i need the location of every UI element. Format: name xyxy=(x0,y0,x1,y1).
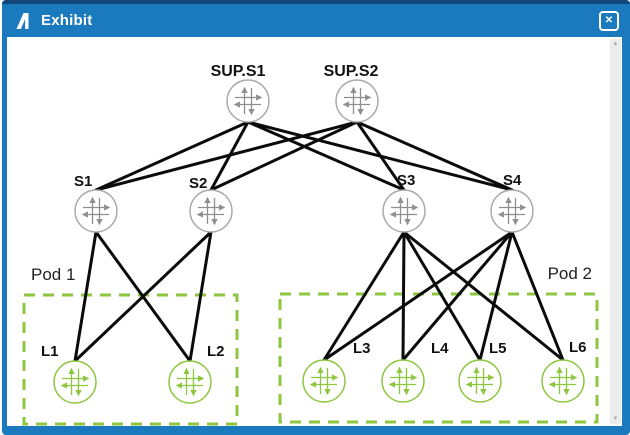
node-label-L4: L4 xyxy=(431,340,449,357)
link-SUP.S2-S2 xyxy=(209,120,359,192)
link-S3-L4 xyxy=(401,230,406,362)
link-SUP.S1-S1 xyxy=(94,120,250,192)
scroll-down-icon[interactable]: ▼ xyxy=(612,416,619,422)
node-label-S3: S3 xyxy=(397,172,415,189)
node-label-L2: L2 xyxy=(207,343,225,360)
node-S1: S1 xyxy=(74,173,118,233)
router-icon xyxy=(168,360,212,404)
router-icon xyxy=(335,79,379,123)
router-icon xyxy=(189,189,233,233)
node-S4: S4 xyxy=(490,172,534,233)
link-S4-L6 xyxy=(510,230,565,362)
node-S2: S2 xyxy=(189,175,233,233)
router-icon xyxy=(490,189,534,233)
link-S1-L1 xyxy=(73,230,98,363)
pod-2-boundary xyxy=(278,292,599,424)
router-icon xyxy=(382,189,426,233)
node-label-S1: S1 xyxy=(74,173,92,190)
node-label-L6: L6 xyxy=(569,339,587,356)
node-label-S4: S4 xyxy=(503,172,522,189)
pod-2-group: Pod 2 xyxy=(278,264,599,424)
node-label-L1: L1 xyxy=(41,343,59,360)
link-S2-L1 xyxy=(73,230,213,363)
node-label-SUP.S2: SUP.S2 xyxy=(324,63,379,80)
window-title: Exhibit xyxy=(41,12,93,29)
vertical-scrollbar[interactable]: ▲ ▼ xyxy=(610,39,621,424)
router-icon xyxy=(541,359,585,403)
node-L1: L1 xyxy=(41,343,97,404)
node-label-S2: S2 xyxy=(189,175,207,192)
link-S3-L3 xyxy=(322,230,406,362)
pod-1-label: Pod 1 xyxy=(31,265,75,284)
node-label-SUP.S1: SUP.S1 xyxy=(211,63,266,80)
node-L5: L5 xyxy=(458,340,507,403)
link-S4-L4 xyxy=(401,230,514,362)
link-S2-L2 xyxy=(188,230,213,363)
node-L2: L2 xyxy=(168,343,225,404)
exhibit-icon xyxy=(16,12,29,29)
link-SUP.S1-S3 xyxy=(246,120,406,192)
router-icon xyxy=(74,189,118,233)
node-label-L5: L5 xyxy=(489,340,507,357)
close-icon: ✕ xyxy=(604,14,614,26)
node-L6: L6 xyxy=(541,339,587,403)
node-SUP.S2: SUP.S2 xyxy=(324,63,379,123)
link-S4-L3 xyxy=(322,230,514,362)
link-SUP.S2-S4 xyxy=(355,120,514,192)
node-label-L3: L3 xyxy=(353,340,371,357)
router-icon xyxy=(302,359,346,403)
link-S3-L6 xyxy=(402,230,565,362)
pod-1-group: Pod 1 xyxy=(22,265,239,426)
node-L3: L3 xyxy=(302,340,371,403)
link-S4-L5 xyxy=(478,230,514,362)
link-S3-L5 xyxy=(402,230,482,362)
window-top-edge xyxy=(2,0,630,4)
scroll-up-icon[interactable]: ▲ xyxy=(612,41,619,47)
node-S3: S3 xyxy=(382,172,426,233)
link-SUP.S2-S1 xyxy=(94,120,359,192)
link-SUP.S2-S3 xyxy=(355,120,406,192)
router-icon xyxy=(381,359,425,403)
router-icon xyxy=(53,360,97,404)
titlebar: Exhibit ✕ xyxy=(2,4,630,37)
node-SUP.S1: SUP.S1 xyxy=(211,63,270,123)
node-L4: L4 xyxy=(381,340,449,403)
router-icon xyxy=(226,79,270,123)
pod-2-label: Pod 2 xyxy=(548,264,592,283)
close-button[interactable]: ✕ xyxy=(599,10,619,31)
router-icon xyxy=(458,359,502,403)
